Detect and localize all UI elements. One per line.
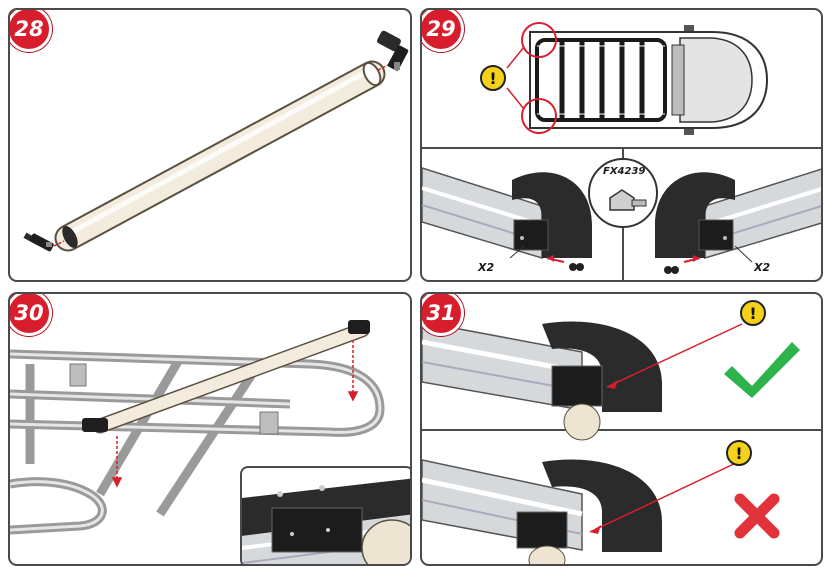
rail-correct-position [422, 321, 743, 441]
quantity-label-right: X2 [754, 261, 771, 274]
step-number: 29 [426, 17, 456, 41]
roller-tube [82, 320, 370, 434]
warning-icon: ! [480, 65, 506, 91]
step-30-panel: 30 [8, 292, 412, 566]
bracket-detail-illustration [242, 478, 410, 564]
rail-end-detail-right [655, 168, 821, 274]
van-top-view [529, 25, 769, 135]
quantity-label-left: X2 [478, 261, 495, 274]
step-number-badge: 28 [10, 10, 52, 52]
drop-arrows [111, 340, 359, 488]
step-number-badge: 30 [10, 294, 52, 336]
roller-tube [54, 60, 386, 252]
step-number-badge: 29 [422, 10, 464, 52]
roof-rack-frame-inner [10, 352, 382, 532]
warning-icon: ! [726, 440, 752, 466]
step-31-panel: ! ! 31 [420, 292, 823, 566]
step-28-panel: 28 [8, 8, 412, 282]
van-roof-illustration [422, 22, 821, 280]
step-number-badge: 31 [422, 294, 464, 336]
roller-assembly-illustration [23, 30, 409, 252]
part-code-label: FX4239 [603, 166, 646, 177]
warning-icon: ! [740, 300, 766, 326]
step-number: 28 [14, 17, 44, 41]
correct-incorrect-comparison [422, 321, 821, 564]
step-number: 31 [426, 301, 456, 325]
end-bracket-left [23, 232, 54, 252]
rail-incorrect-position [422, 459, 739, 564]
green-checkmark-icon [724, 342, 800, 398]
part-fx4239-callout [588, 158, 658, 228]
roof-rack-roller-illustration [10, 320, 385, 535]
end-bracket-right [377, 30, 409, 71]
red-cross-icon [734, 493, 780, 539]
rail-end-detail-left [422, 167, 592, 271]
step-number: 30 [14, 301, 44, 325]
detail-inset [240, 466, 410, 564]
step-29-panel: ! FX4239 X2 X2 29 [420, 8, 823, 282]
